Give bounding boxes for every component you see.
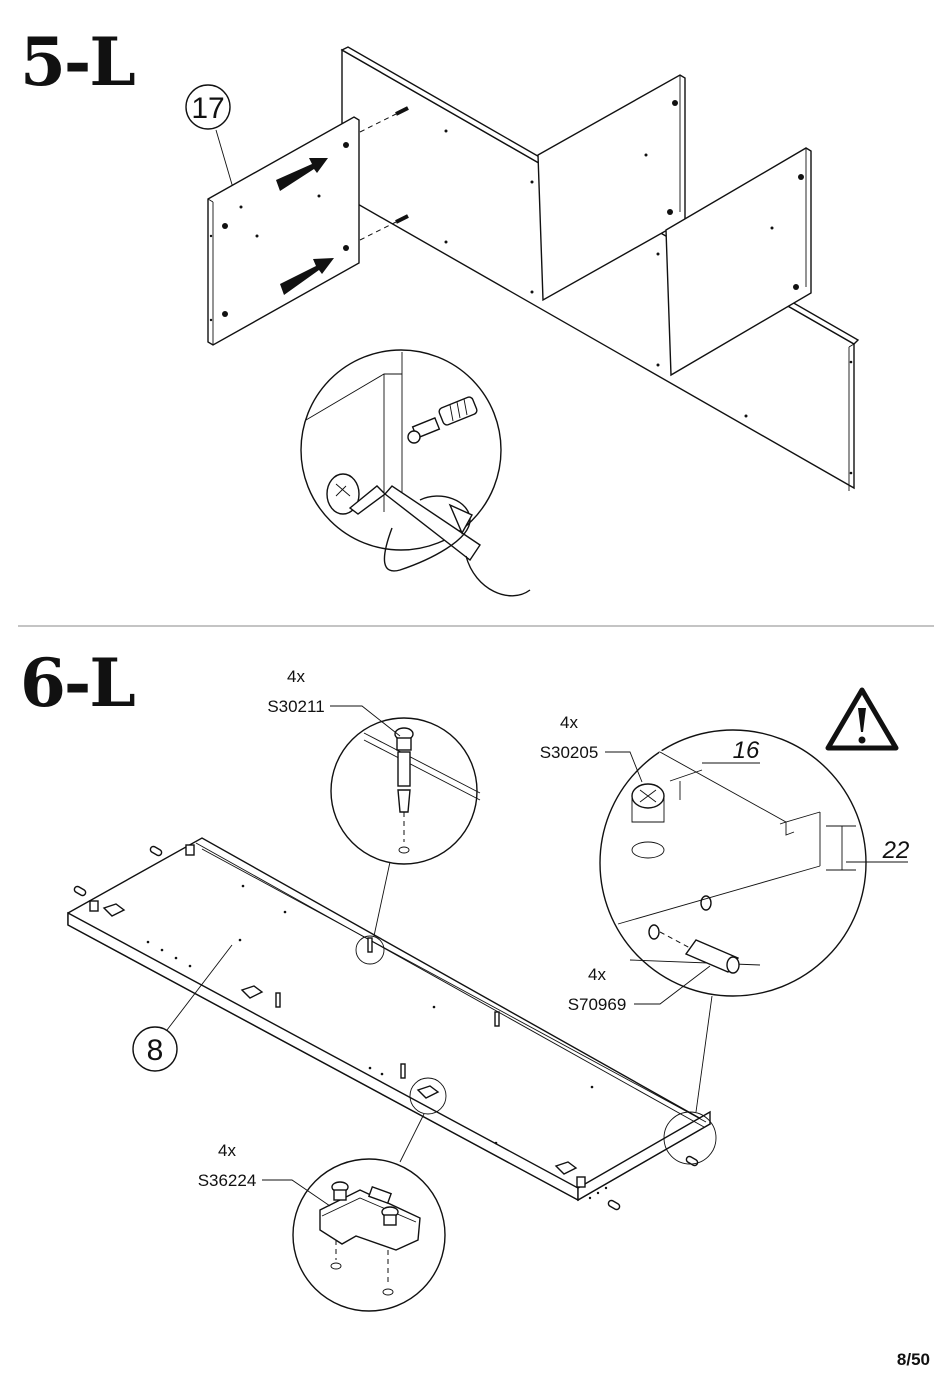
warning-icon (825, 687, 899, 751)
cam-pin-icon (395, 106, 409, 116)
focus-circle (355, 935, 385, 965)
hinge-plate-icon (240, 985, 264, 999)
focus-circle (409, 1077, 447, 1115)
bottom-board-8 (67, 837, 712, 1202)
cam-pin-icon (275, 992, 281, 1008)
callout-c-leader (634, 965, 711, 1005)
dowel-icon (73, 885, 87, 897)
divider-panel-2 (665, 147, 812, 377)
callout-c-qty: 4x (588, 965, 606, 984)
dowel-icon (684, 939, 740, 974)
board-number-bubble-8 (132, 1026, 178, 1072)
callout-c-code: S70969 (568, 995, 627, 1014)
board-number-8: 8 (147, 1034, 164, 1067)
cam-pin-icon (407, 396, 478, 444)
cam-lock-icon (185, 844, 195, 856)
cam-lock-icon (631, 783, 665, 823)
rotation-arrow-icon (383, 495, 473, 572)
dowel-icon (149, 845, 163, 857)
insertion-guide-line (359, 113, 397, 133)
board-leader-line (166, 944, 233, 1031)
screwdriver-icon (348, 485, 531, 597)
step-5-title: 5-L (20, 23, 134, 101)
side-panel-17 (207, 116, 360, 346)
callout-a-code: S30211 (267, 697, 324, 716)
insertion-guide-line (359, 221, 397, 241)
dowel-icon (607, 1199, 621, 1211)
callout-a-qty: 4x (287, 667, 305, 686)
cam-pin-icon (395, 214, 409, 224)
detail-cam-lock (599, 729, 908, 1113)
cam-pin-icon (394, 727, 414, 813)
insert-direction-arrow-icon (280, 258, 334, 295)
screw-icon (331, 1181, 349, 1201)
hinge-plate-icon (554, 1161, 578, 1175)
cam-lock-icon (576, 1176, 586, 1188)
cam-pin-icon (400, 1063, 406, 1079)
cam-lock-icon (89, 900, 99, 912)
detail-cam-pin (330, 717, 481, 937)
cam-pin-icon (494, 1011, 500, 1027)
cam-pin-icon (367, 937, 373, 953)
callout-b-leader (605, 751, 643, 783)
hinge-plate-icon (102, 903, 126, 917)
cam-lock-icon (326, 473, 360, 515)
hinge-plate-icon (416, 1085, 440, 1099)
insert-direction-arrow-icon (276, 158, 328, 191)
detail-cam-tightening (300, 349, 531, 597)
step-6-section: 6-L (20, 644, 910, 1312)
step-5-section: 5-L 17 (20, 23, 860, 597)
step-6-title: 6-L (20, 644, 134, 722)
detail-hinge-plate (292, 1113, 446, 1312)
callout-a-leader (330, 705, 401, 737)
part-number-bubble-17 (185, 84, 231, 130)
page-number: 8/50 (897, 1350, 930, 1369)
divider-panel-1 (537, 74, 686, 302)
callout-b-code: S30205 (540, 743, 599, 762)
part-number-17: 17 (191, 92, 224, 125)
focus-circle (663, 1111, 717, 1165)
callout-d-qty: 4x (218, 1141, 236, 1160)
callout-d-code: S36224 (198, 1171, 257, 1190)
callout-d-leader (262, 1179, 331, 1207)
dimension-height: 22 (882, 837, 910, 864)
dowel-icon (685, 1155, 699, 1167)
screw-icon (381, 1206, 399, 1226)
callout-b-qty: 4x (560, 713, 578, 732)
dimension-depth: 16 (733, 737, 760, 764)
